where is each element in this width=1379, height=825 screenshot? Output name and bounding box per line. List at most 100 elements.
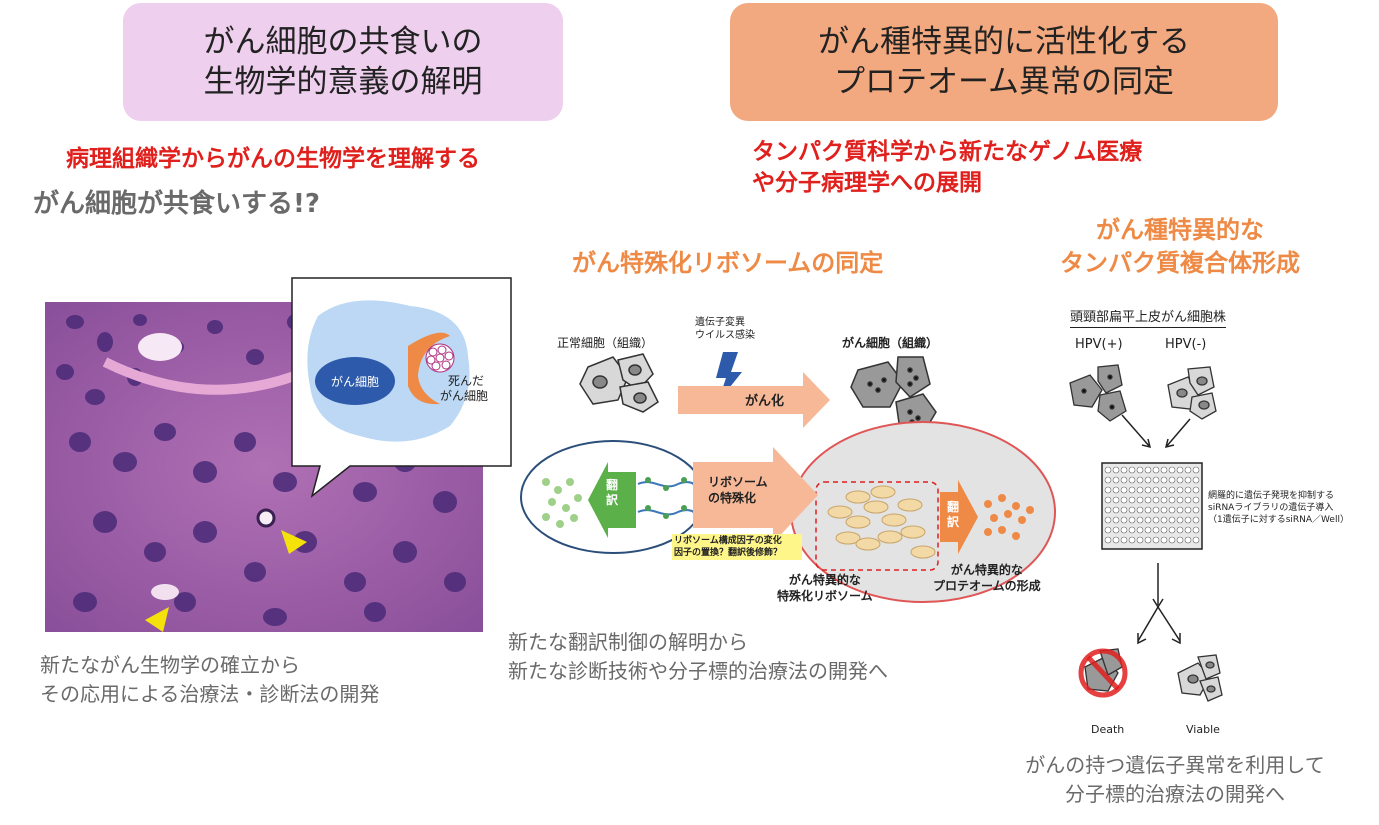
canceration-label: がん化 — [745, 394, 785, 409]
well — [1112, 476, 1120, 484]
well — [1184, 506, 1192, 514]
middle-heading: がん特殊化リボソームの同定 — [572, 249, 884, 277]
well — [1152, 536, 1160, 544]
well — [1144, 516, 1152, 524]
ribosome-specialization-arrow — [693, 447, 818, 543]
well — [1136, 476, 1144, 484]
well — [1160, 496, 1168, 504]
sirna-line1: 網羅的に遺伝子発現を抑制する — [1208, 491, 1335, 501]
well — [1184, 516, 1192, 524]
callout-cancer-cell-label: がん細胞 — [331, 375, 380, 389]
well — [1136, 506, 1144, 514]
well — [1176, 526, 1184, 534]
translation-char2-cancer: 訳 — [947, 515, 960, 529]
right-heading-line2: タンパク質複合体形成 — [1060, 249, 1300, 277]
well — [1184, 476, 1192, 484]
well — [1112, 526, 1120, 534]
viable-label: Viable — [1186, 723, 1220, 736]
well — [1176, 536, 1184, 544]
well — [1168, 506, 1176, 514]
well — [1136, 466, 1144, 474]
well — [1168, 536, 1176, 544]
special-ribosome-label: がん特異的な 特殊化リボソーム — [777, 572, 873, 604]
well — [1176, 496, 1184, 504]
sirna-line3: （1遺伝子に対するsiRNA／Well） — [1208, 515, 1349, 525]
cause-label: 遺伝子変異 ウイルス感染 — [695, 316, 755, 342]
left-title: がん細胞の共食いの 生物学的意義の解明 — [203, 24, 483, 100]
well — [1104, 486, 1112, 494]
well — [1144, 536, 1152, 544]
canceration-arrow — [678, 372, 830, 428]
right-title: がん種特異的に活性化する プロテオーム異常の同定 — [818, 24, 1190, 100]
well — [1112, 506, 1120, 514]
change-line1: リボソーム構成因子の変化 — [674, 536, 782, 546]
well — [1192, 536, 1200, 544]
change-note: リボソーム構成因子の変化 因子の置換？翻訳後修飾？ — [674, 535, 782, 559]
well — [1144, 486, 1152, 494]
cause-line1: 遺伝子変異 — [695, 317, 745, 328]
callout-dead-line2: がん細胞 — [440, 389, 489, 403]
well-plate — [1101, 462, 1203, 550]
well — [1152, 496, 1160, 504]
proteome-label: がん特異的な プロテオームの形成 — [933, 562, 1041, 594]
right-subtitle-line1: タンパク質科学から新たなゲノム医療 — [752, 139, 1143, 165]
well — [1152, 526, 1160, 534]
well — [1120, 516, 1128, 524]
normal-cell-label: 正常細胞（組織） — [557, 336, 654, 350]
left-subtitle: 病理組織学からがんの生物学を理解する — [66, 146, 480, 172]
translation-char1-cancer: 翻 — [947, 500, 960, 514]
well — [1112, 536, 1120, 544]
left-caption: 新たながん生物学の確立から その応用による治療法・診断法の開発 — [40, 651, 379, 709]
ribosome-specialization-label: リボソーム の特殊化 — [708, 474, 768, 506]
well — [1192, 506, 1200, 514]
well — [1192, 476, 1200, 484]
well — [1192, 526, 1200, 534]
well — [1184, 496, 1192, 504]
well — [1128, 536, 1136, 544]
well — [1128, 526, 1136, 534]
well — [1136, 536, 1144, 544]
well — [1136, 516, 1144, 524]
well — [1120, 496, 1128, 504]
well — [1112, 496, 1120, 504]
well — [1152, 466, 1160, 474]
ribosome-label-line1: リボソーム — [708, 475, 768, 489]
well — [1168, 526, 1176, 534]
well — [1168, 496, 1176, 504]
well — [1112, 486, 1120, 494]
left-question: がん細胞が共食いする!? — [33, 189, 320, 219]
left-title-box: がん細胞の共食いの 生物学的意義の解明 — [123, 3, 563, 121]
well — [1168, 476, 1176, 484]
well — [1192, 496, 1200, 504]
well — [1192, 486, 1200, 494]
well — [1136, 526, 1144, 534]
middle-caption: 新たな翻訳制御の解明から 新たな診断技術や分子標的治療法の開発へ — [508, 628, 888, 686]
death-label: Death — [1091, 723, 1125, 736]
well — [1192, 466, 1200, 474]
middle-caption-line1: 新たな翻訳制御の解明から — [508, 630, 748, 654]
well — [1184, 536, 1192, 544]
well — [1128, 506, 1136, 514]
callout-dead-line1: 死んだ — [448, 374, 485, 388]
well — [1120, 476, 1128, 484]
well — [1160, 466, 1168, 474]
well — [1176, 476, 1184, 484]
well — [1168, 486, 1176, 494]
well — [1152, 486, 1160, 494]
translation-char2: 訳 — [606, 493, 619, 507]
cancer-cell-label: がん細胞（組織） — [842, 336, 939, 350]
well — [1136, 496, 1144, 504]
well — [1160, 516, 1168, 524]
well — [1168, 466, 1176, 474]
hpv-positive-cells — [1069, 364, 1127, 422]
well — [1152, 516, 1160, 524]
well — [1120, 506, 1128, 514]
hpv-negative-label: HPV(-) — [1165, 337, 1207, 352]
well — [1104, 526, 1112, 534]
well — [1160, 476, 1168, 484]
right-title-box: がん種特異的に活性化する プロテオーム異常の同定 — [730, 3, 1278, 121]
translation-label-cancer: 翻 訳 — [947, 500, 959, 530]
well — [1144, 496, 1152, 504]
well — [1128, 496, 1136, 504]
proteome-line1: がん特異的な — [950, 563, 1023, 577]
